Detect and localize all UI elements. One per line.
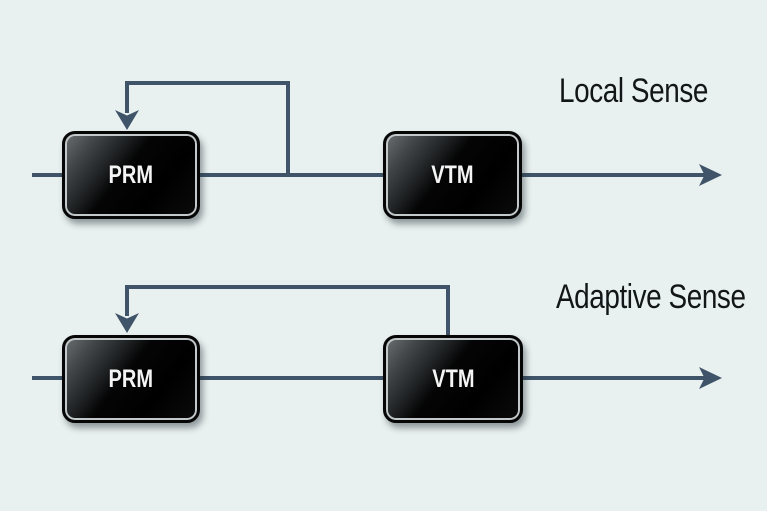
block-vtm-adaptive-label: VTM — [431, 364, 475, 393]
block-prm-local-label: PRM — [108, 160, 154, 189]
section-label-local-sense: Local Sense — [559, 72, 708, 110]
block-vtm-adaptive: VTM — [383, 335, 523, 423]
block-prm-local: PRM — [62, 131, 200, 219]
feedback-loop-local — [125, 81, 290, 177]
block-prm-adaptive: PRM — [62, 335, 200, 423]
block-vtm-local: VTM — [383, 131, 522, 219]
section-label-adaptive-sense: Adaptive Sense — [556, 278, 746, 316]
arrowhead-right-local — [699, 164, 722, 186]
block-vtm-local-label: VTM — [431, 160, 474, 189]
arrowhead-right-adaptive — [699, 367, 722, 389]
block-prm-adaptive-label: PRM — [108, 364, 154, 393]
arrowhead-down-adaptive — [115, 313, 139, 333]
arrowhead-down-local — [115, 110, 139, 130]
feedback-loop-adaptive — [125, 285, 450, 335]
